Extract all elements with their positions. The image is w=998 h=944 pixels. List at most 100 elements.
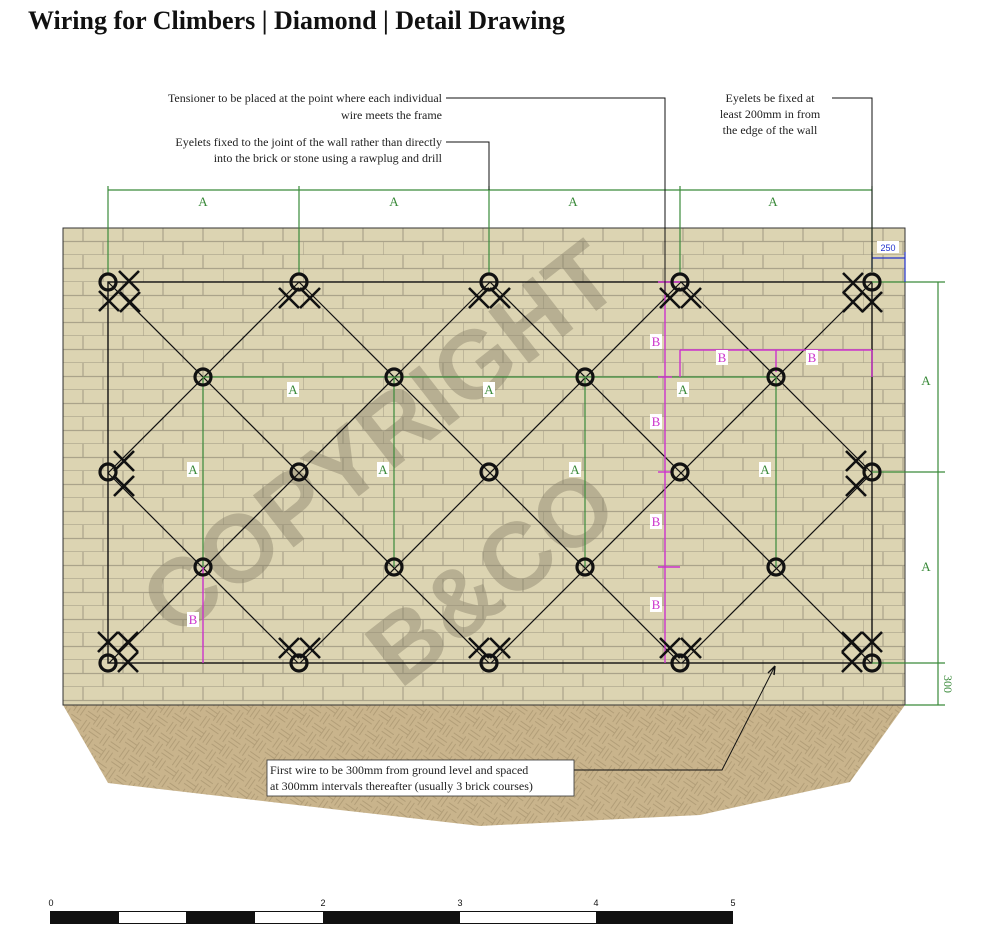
dimension-a-label: A — [921, 373, 931, 388]
dimension-b-label: B — [189, 612, 198, 627]
dimension-a-label: A — [570, 462, 580, 477]
eyelet-icon — [575, 367, 595, 387]
eyelet-icon — [766, 557, 786, 577]
tensioner-icon — [118, 270, 140, 292]
tensioner-icon — [659, 287, 681, 309]
tensioner-icon — [680, 287, 702, 309]
eyelet-icon — [98, 653, 118, 673]
tensioner-icon — [842, 272, 864, 294]
svg-text:least 200mm in from: least 200mm in from — [720, 107, 821, 121]
dimension-a-label-bg — [287, 382, 299, 397]
eyelet-icon — [289, 653, 309, 673]
dimension-a-label-bg — [569, 462, 581, 477]
dimension-b-label-bg — [650, 597, 662, 612]
dimension-a-label: A — [288, 382, 298, 397]
tensioner-icon — [841, 631, 863, 653]
tensioner-icon — [113, 450, 135, 472]
dimension-a-label-bg — [197, 194, 209, 209]
wire — [108, 281, 491, 664]
dimension-a-label: A — [389, 194, 399, 209]
dimension-a-label-bg — [377, 462, 389, 477]
eyelet-icon — [670, 653, 690, 673]
tensioner-icon — [845, 450, 867, 472]
eyelet-icon — [479, 272, 499, 292]
scale-label: 0 — [48, 898, 53, 908]
wire — [299, 281, 682, 664]
svg-text:Tensioner to be placed at the: Tensioner to be placed at the point wher… — [168, 91, 443, 105]
callout-eyelets-edge: Eyelets be fixed at least 200mm in from … — [720, 91, 821, 137]
eyelet-icon — [670, 462, 690, 482]
dimension-line — [872, 281, 945, 706]
dimension-b-label: B — [652, 514, 661, 529]
scale-label: 2 — [320, 898, 325, 908]
dimension-a-label-bg — [759, 462, 771, 477]
tensioner-icon — [278, 287, 300, 309]
eyelet-icon — [862, 462, 882, 482]
wire — [489, 281, 872, 664]
tensioner-icon — [113, 475, 135, 497]
dimension-b-label: B — [652, 597, 661, 612]
wire — [681, 472, 873, 664]
dimension-b-label: B — [652, 334, 661, 349]
eyelet-icon — [670, 272, 690, 292]
dimension-a-label-bg — [567, 194, 579, 209]
scale-bar: 0 2 3 4 5 — [48, 898, 736, 924]
dimension-b-label: B — [808, 350, 817, 365]
svg-text:at 300mm intervals thereafter: at 300mm intervals thereafter (usually 3… — [270, 779, 533, 793]
dimension-a-label-bg — [483, 382, 495, 397]
wire — [490, 281, 873, 664]
eyelet-icon — [862, 272, 882, 292]
eyelet-icon — [479, 462, 499, 482]
dimension-b-label: B — [652, 414, 661, 429]
tensioner-icon — [861, 291, 883, 313]
callout-first-wire: First wire to be 300mm from ground level… — [266, 759, 575, 797]
eyelet-icon — [289, 272, 309, 292]
dimension-a-label: A — [188, 462, 198, 477]
dimension-b-label-bg — [650, 414, 662, 429]
dimension-a-label-bg — [388, 194, 400, 209]
dimension-b-label-bg — [187, 612, 199, 627]
svg-text:into the brick or stone using: into the brick or stone using a rawplug … — [214, 151, 443, 165]
tensioner-icon — [117, 651, 139, 673]
tensioner-icon — [468, 287, 490, 309]
dimension-a-label: A — [768, 194, 778, 209]
drawing-title: Wiring for Climbers | Diamond | Detail D… — [28, 6, 565, 35]
dimension-a-label-bg — [767, 194, 779, 209]
eyelet-icon — [766, 367, 786, 387]
tensioners — [97, 270, 883, 673]
tensioner-icon — [98, 290, 120, 312]
dimension-a-label: A — [378, 462, 388, 477]
tensioner-icon — [861, 631, 883, 653]
tensioner-icon — [119, 291, 141, 313]
eyelet-icon — [479, 653, 499, 673]
ground-offset-label: 300 — [941, 675, 955, 693]
eyelet-icon — [862, 653, 882, 673]
dimension-b-label: B — [718, 350, 727, 365]
svg-text:the edge of the wall: the edge of the wall — [723, 123, 818, 137]
tensioner-icon — [489, 287, 511, 309]
dimension-a-label: A — [678, 382, 688, 397]
eyelet-icon — [384, 367, 404, 387]
tensioner-icon — [841, 651, 863, 673]
dimension-a-label-bg — [187, 462, 199, 477]
dimension-a-label: A — [921, 559, 931, 574]
svg-text:Eyelets be fixed at: Eyelets be fixed at — [726, 91, 816, 105]
dimension-a-label: A — [198, 194, 208, 209]
dimension-b-label-bg — [716, 350, 728, 365]
dimension-a-label-bg — [677, 382, 689, 397]
tensioner-icon — [842, 291, 864, 313]
svg-text:wire meets the frame: wire meets the frame — [341, 108, 442, 122]
dimension-b-label-bg — [806, 350, 818, 365]
scale-label: 3 — [457, 898, 462, 908]
tensioner-icon — [845, 475, 867, 497]
eyelet-icon — [193, 557, 213, 577]
eyelet-icon — [193, 367, 213, 387]
dimension-a-label-bg — [920, 373, 932, 388]
scale-label: 4 — [593, 898, 598, 908]
dimension-a-lines — [107, 186, 945, 706]
eyelet-icon — [289, 462, 309, 482]
dimension-a-label: A — [760, 462, 770, 477]
eyelet-icon — [98, 462, 118, 482]
